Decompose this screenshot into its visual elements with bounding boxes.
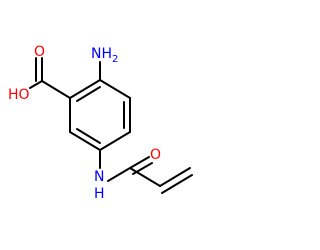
carboxyl-oxygen-label: O <box>34 44 45 60</box>
bond-vinyl-double-1 <box>159 167 191 187</box>
hydroxyl-label: HO <box>8 87 30 103</box>
ring-bond-c4-c5 <box>69 131 101 151</box>
bond-vinyl-double-2 <box>161 174 193 194</box>
ring-bond-c1-c2 <box>99 79 131 99</box>
ring-double-c4-c5 <box>76 128 101 144</box>
atom-labels: NH2 O HO N H O <box>8 44 161 202</box>
bond-c6-carboxyl <box>41 80 71 99</box>
bond-amide-o-1 <box>129 156 150 169</box>
molecule-structure: NH2 O HO N H O <box>8 44 193 202</box>
ring-double-c6-c1 <box>76 86 101 102</box>
bond-carboxyl-oh <box>29 80 43 89</box>
amide-oxygen-label: O <box>150 147 161 163</box>
bond-nh-amide-c <box>107 167 131 182</box>
bond-amide-vinyl <box>129 167 161 187</box>
amide-nitrogen-label: N <box>94 169 104 185</box>
ring-bond-c6-c1 <box>69 79 101 99</box>
nh2-label: NH2 <box>91 46 118 65</box>
ring-bond-c3-c4 <box>99 131 131 151</box>
bonds <box>29 57 193 194</box>
amide-hydrogen-label: H <box>94 186 105 202</box>
